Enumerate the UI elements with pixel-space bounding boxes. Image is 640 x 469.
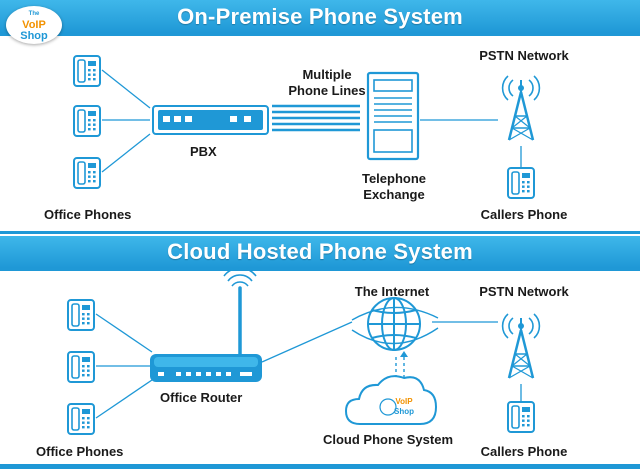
label-the-internet: The Internet (354, 284, 430, 299)
office-router-icon (150, 267, 262, 382)
label-pstn-network-bottom: PSTN Network (479, 284, 569, 299)
telephone-exchange-icon (366, 71, 420, 161)
section-title-cloud: Cloud Hosted Phone System (0, 236, 640, 268)
cloud-logo-line2: VoIP (395, 397, 413, 406)
label-pbx: PBX (190, 144, 217, 159)
logo-line1: The (28, 10, 40, 17)
label-office-phones-top: Office Phones (44, 207, 132, 222)
connector-lines-top (101, 69, 522, 173)
label-multiple-line1: Multiple (302, 67, 352, 82)
callers-phone-icon (507, 401, 535, 433)
section-title-on-premise: On-Premise Phone System (0, 0, 640, 33)
office-phone-icon (73, 157, 101, 189)
logo-line2: VoIP (22, 18, 46, 31)
divider (0, 268, 640, 271)
label-multiple-line2: Phone Lines (288, 83, 366, 98)
up-arrow-icon (400, 351, 408, 357)
label-multiple-phone-lines: Multiple Phone Lines (279, 67, 375, 99)
office-phone-icon (73, 105, 101, 137)
divider (0, 33, 640, 36)
pstn-tower-icon (501, 74, 541, 142)
label-pstn-network-top: PSTN Network (479, 48, 569, 63)
label-telephone-exchange: Telephone Exchange (352, 171, 436, 203)
internet-globe-icon (351, 297, 439, 351)
section-title-text: On-Premise Phone System (177, 3, 463, 29)
divider (0, 464, 640, 469)
office-phone-icon (67, 351, 95, 383)
divider (0, 231, 640, 234)
logo-line3: Shop (20, 29, 48, 42)
callers-phone-icon (507, 167, 535, 199)
multiple-phone-lines (272, 104, 360, 132)
connector-lines-bottom (95, 313, 522, 419)
cloud-logo-line3: Shop (394, 407, 414, 416)
office-phone-icon (73, 55, 101, 87)
label-cloud-phone-system: Cloud Phone System (322, 432, 454, 447)
voip-shop-logo: The VoIP Shop (6, 6, 62, 44)
pbx-icon (152, 105, 269, 135)
label-exchange-line2: Exchange (363, 187, 425, 202)
label-callers-phone-top: Callers Phone (480, 207, 568, 222)
office-phone-icon (67, 299, 95, 331)
label-callers-phone-bottom: Callers Phone (480, 444, 568, 459)
internet-cloud-link (395, 357, 405, 384)
pstn-tower-icon (501, 312, 541, 380)
section-title-text: Cloud Hosted Phone System (167, 239, 473, 264)
office-phone-icon (67, 403, 95, 435)
label-office-router: Office Router (160, 390, 243, 405)
label-exchange-line1: Telephone (361, 171, 427, 186)
label-office-phones-bottom: Office Phones (36, 444, 124, 459)
cloud-phone-system-icon (344, 375, 438, 425)
